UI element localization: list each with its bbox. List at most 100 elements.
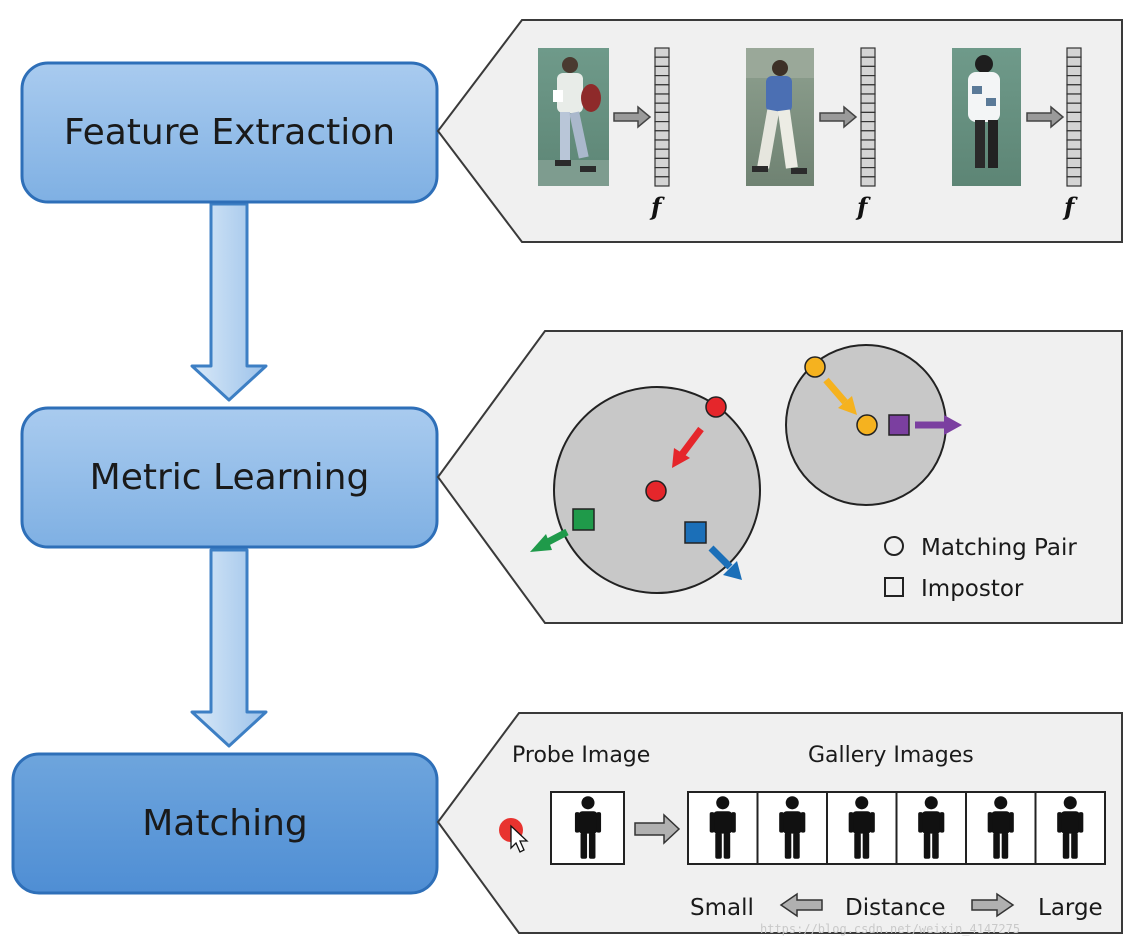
feature-vector-cell bbox=[860, 74, 876, 86]
feature-vector-cell bbox=[1066, 167, 1082, 178]
person-photo-1 bbox=[538, 48, 609, 186]
red-pair-point-outer bbox=[705, 396, 727, 418]
distance-right-arrow bbox=[971, 892, 1015, 918]
feature-vector-cell bbox=[654, 102, 670, 113]
feature-vector-cell bbox=[1066, 102, 1082, 113]
feature-vector-cell bbox=[1066, 93, 1082, 104]
feature-vector-cell bbox=[860, 130, 876, 141]
green-impostor-arrow bbox=[530, 528, 569, 552]
gallery-image bbox=[1034, 791, 1106, 865]
probe-image bbox=[550, 791, 625, 865]
feature-vector-cell bbox=[860, 139, 876, 150]
feature-vector-cell bbox=[1066, 74, 1082, 86]
feature-vector-cell bbox=[860, 111, 876, 123]
red-pair-point-inner bbox=[645, 480, 667, 502]
yellow-pair-point-inner bbox=[856, 414, 878, 436]
feature-extraction-title: Feature Extraction bbox=[63, 112, 396, 153]
gallery-image bbox=[687, 791, 759, 865]
distance-left-arrow bbox=[779, 892, 823, 918]
distance-label: Distance bbox=[845, 895, 946, 921]
feature-vector-2 bbox=[860, 47, 876, 187]
feature-vector-cell bbox=[654, 148, 670, 159]
feature-vector-label-1: f bbox=[649, 192, 665, 221]
feature-vector-3 bbox=[1066, 47, 1082, 187]
feature-vector-cell bbox=[654, 47, 670, 58]
feature-vector-cell bbox=[860, 157, 876, 169]
impostor-legend-label: Impostor bbox=[921, 576, 1024, 602]
feature-vector-cell bbox=[860, 176, 876, 187]
gallery-strip bbox=[687, 791, 1106, 865]
feature-vector-cell bbox=[654, 74, 670, 86]
gallery-images-label: Gallery Images bbox=[808, 743, 974, 768]
yellow-pair-point-outer bbox=[804, 356, 826, 378]
stage-label-metric-learning: Metric Learning bbox=[22, 408, 437, 547]
distance-small-label: Small bbox=[690, 895, 754, 921]
feature-vector-cell bbox=[654, 176, 670, 187]
feature-vector-cell bbox=[1066, 148, 1082, 159]
impostor-legend-icon bbox=[884, 577, 904, 597]
feature-vector-cell bbox=[654, 84, 670, 95]
feature-vector-label-3: f bbox=[1062, 192, 1078, 221]
probe-image-label: Probe Image bbox=[512, 743, 650, 768]
feature-vector-cell bbox=[654, 120, 670, 132]
feature-vector-1 bbox=[654, 47, 670, 187]
metric-learning-title: Metric Learning bbox=[89, 457, 370, 498]
feature-vector-cell bbox=[654, 56, 670, 68]
feature-vector-cell bbox=[1066, 120, 1082, 132]
feature-vector-cell bbox=[1066, 65, 1082, 77]
feature-vector-cell bbox=[860, 102, 876, 113]
gallery-image bbox=[756, 791, 828, 865]
down-arrow-2 bbox=[190, 548, 268, 748]
feature-vector-cell bbox=[1066, 56, 1082, 68]
feature-vector-cell bbox=[654, 65, 670, 77]
feature-vector-cell bbox=[654, 130, 670, 141]
feature-vector-cell bbox=[1066, 130, 1082, 141]
feature-vector-label-2: f bbox=[855, 192, 871, 221]
feature-vector-cell bbox=[1066, 84, 1082, 95]
feature-vector-cell bbox=[860, 47, 876, 58]
extraction-arrow-3 bbox=[1026, 105, 1065, 129]
matching-pair-legend-icon bbox=[884, 536, 904, 556]
blue-impostor-arrow bbox=[708, 545, 742, 580]
feature-vector-cell bbox=[860, 56, 876, 68]
feature-vector-cell bbox=[1066, 47, 1082, 58]
matching-box bbox=[11, 752, 439, 895]
feature-vector-cell bbox=[860, 65, 876, 77]
matching-pair-legend-label: Matching Pair bbox=[921, 535, 1077, 561]
stage-label-feature-extraction: Feature Extraction bbox=[22, 63, 437, 202]
mouse-cursor-icon bbox=[510, 824, 529, 853]
gallery-image bbox=[965, 791, 1037, 865]
feature-vector-cell bbox=[860, 93, 876, 104]
red-pair-arrow bbox=[672, 426, 704, 468]
feature-vector-cell bbox=[1066, 139, 1082, 150]
gallery-image bbox=[895, 791, 967, 865]
gallery-image bbox=[826, 791, 898, 865]
feature-vector-cell bbox=[654, 167, 670, 178]
feature-extraction-box bbox=[20, 61, 439, 204]
feature-vector-cell bbox=[654, 157, 670, 169]
distance-large-label: Large bbox=[1038, 895, 1103, 921]
green-impostor-square bbox=[572, 508, 595, 531]
extraction-arrow-1 bbox=[613, 105, 652, 129]
purple-impostor-arrow bbox=[915, 415, 962, 435]
matching-title: Matching bbox=[142, 803, 308, 844]
feature-vectors bbox=[654, 47, 1082, 187]
down-arrow-1 bbox=[190, 202, 268, 402]
probe-to-gallery-arrow bbox=[634, 813, 681, 845]
metric-learning-box bbox=[20, 406, 439, 549]
feature-vector-cell bbox=[860, 148, 876, 159]
feature-vector-cell bbox=[654, 111, 670, 123]
feature-vector-cell bbox=[654, 139, 670, 150]
extraction-arrow-2 bbox=[819, 105, 858, 129]
person-photo-2 bbox=[746, 48, 814, 186]
blue-impostor-square bbox=[684, 521, 707, 544]
feature-vector-cell bbox=[1066, 176, 1082, 187]
yellow-pair-arrow bbox=[823, 377, 857, 415]
purple-impostor-square bbox=[888, 414, 910, 436]
feature-vector-cell bbox=[860, 84, 876, 95]
stage-label-matching: Matching bbox=[13, 754, 437, 893]
feature-vector-cell bbox=[1066, 157, 1082, 169]
watermark-text: https://blog.csdn.net/weixin_4147275 bbox=[760, 922, 1020, 936]
feature-vector-cell bbox=[860, 167, 876, 178]
